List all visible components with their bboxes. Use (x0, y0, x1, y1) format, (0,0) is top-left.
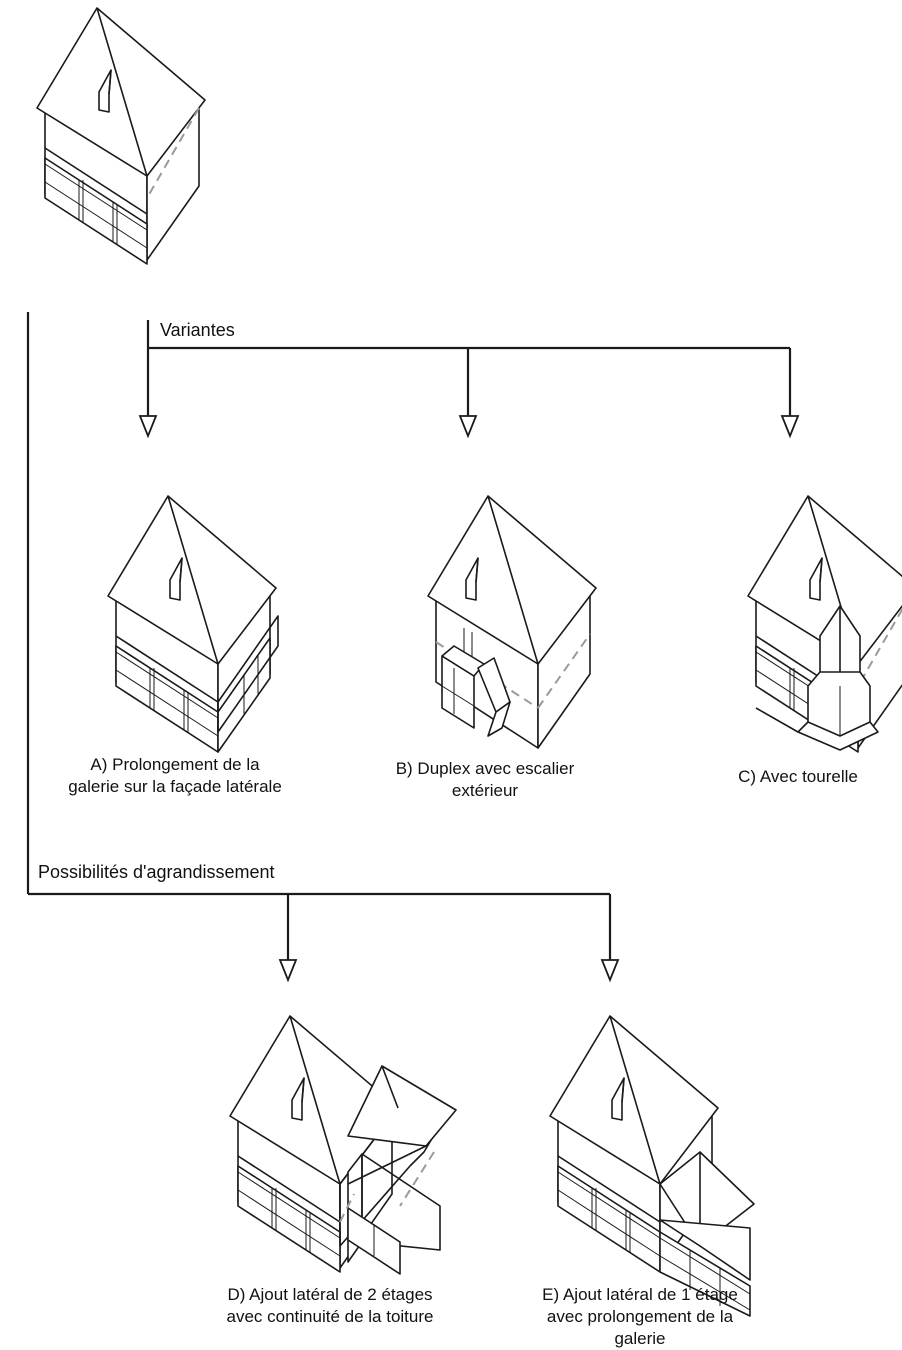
caption-expansion-e: E) Ajout latéral de 1 étage avec prolong… (515, 1284, 765, 1350)
house-expansion-e (549, 1015, 755, 1317)
caption-b-line1: B) Duplex avec escalier (395, 759, 575, 778)
caption-d-line1: D) Ajout latéral de 2 étages (227, 1285, 433, 1304)
expansion-label: Possibilités d'agrandissement (38, 862, 275, 882)
house-expansion-d (229, 1015, 457, 1275)
caption-variant-a: A) Prolongement de la galerie sur la faç… (40, 754, 310, 798)
caption-e-line1: E) Ajout latéral de 1 étage (542, 1285, 738, 1304)
caption-expansion-d: D) Ajout latéral de 2 étages avec contin… (190, 1284, 470, 1328)
variants-label: Variantes (160, 320, 235, 340)
caption-e-line2: avec prolongement de la (546, 1307, 734, 1327)
caption-a-line1: A) Prolongement de la (90, 755, 260, 774)
house-original (36, 7, 206, 265)
caption-b-line2: extérieur (451, 781, 519, 801)
caption-variant-b: B) Duplex avec escalier extérieur (370, 758, 600, 802)
connectors (26, 312, 800, 983)
variant-a-arrowhead (138, 415, 158, 439)
caption-variant-c: C) Avec tourelle (718, 766, 878, 788)
house-variant-b (427, 495, 597, 749)
variant-b-arrowhead (458, 415, 478, 439)
house-variant-a (107, 495, 279, 753)
caption-a-line2: galerie sur la façade latérale (68, 777, 282, 797)
caption-e-line3: galerie (614, 1329, 666, 1349)
caption-d-line2: avec continuité de la toiture (226, 1307, 434, 1327)
expansion-e-arrowhead (600, 959, 620, 983)
variant-c-arrowhead (780, 415, 800, 439)
expansion-d-arrowhead (278, 959, 298, 983)
house-variant-c (747, 495, 902, 753)
caption-c-line1: C) Avec tourelle (738, 767, 858, 786)
